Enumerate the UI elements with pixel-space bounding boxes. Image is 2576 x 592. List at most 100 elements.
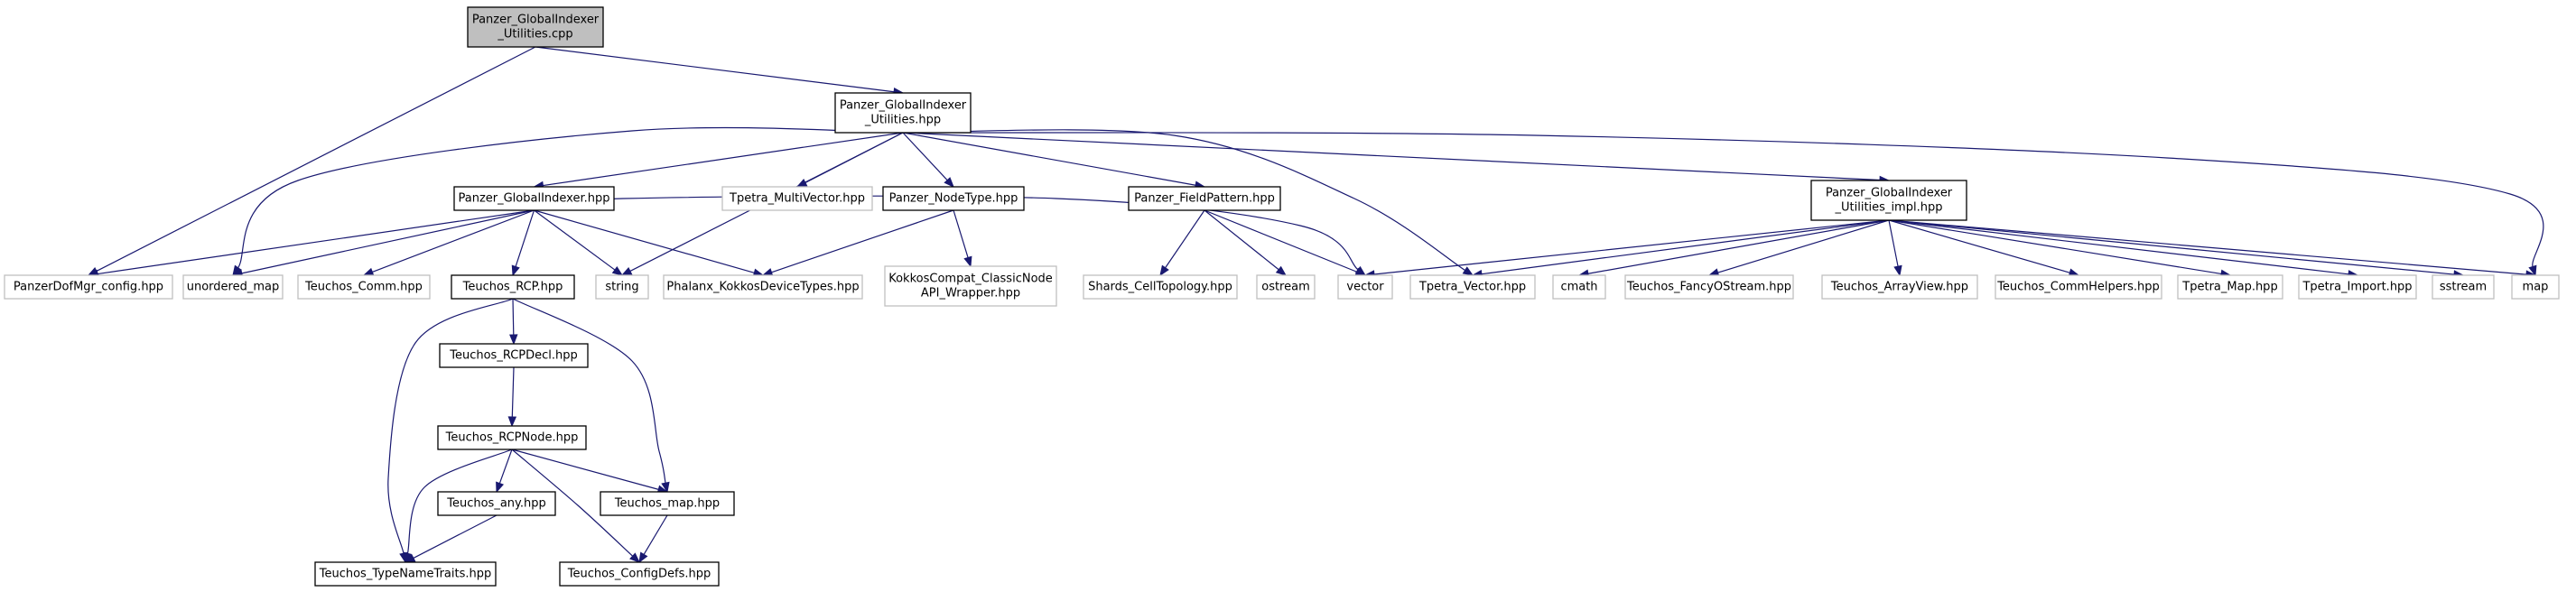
node-teuchos-rcp[interactable]: Teuchos_RCP.hpp [451,274,575,300]
edge-line [1888,219,2455,275]
edge-gi_hpp-to-unordered_map [231,209,535,278]
arrowhead-icon [1275,265,1288,276]
node-teuchos-any[interactable]: Teuchos_any.hpp [437,491,556,516]
node-label: sstream [2440,281,2487,294]
node-box [182,274,284,300]
edge-line [1888,219,2349,275]
edge-gi_hpp-to-dofmgr_config [87,209,535,279]
edge-line [1888,219,1899,267]
edge-fieldpattern-to-vector [1204,209,1367,276]
node-box [314,561,497,587]
node-box [1810,180,1967,221]
node-teuchos-map[interactable]: Teuchos_map.hpp [600,491,735,516]
edge-line [1481,219,1890,275]
node-box [884,265,1057,307]
node-tpetra-vector: Tpetra_Vector.hpp [1409,274,1536,300]
arrowhead-icon [611,265,624,276]
edge-gi_hpp-to-phalanx_kokkos [534,209,765,277]
node-ostream: ostream [1256,274,1316,300]
edge-gi_util_impl-to-sstream [1888,219,2465,279]
node-gi-util-impl[interactable]: Panzer_GlobalIndexer_Utilities_impl.hpp [1810,180,1967,221]
edge-line [534,209,616,271]
edge-line [1373,219,1890,275]
edge-line [902,129,1465,272]
node-label: Panzer_GlobalIndexer [840,99,967,113]
node-label: Teuchos_map.hpp [614,497,720,511]
edge-gi_util_impl-to-cmath [1577,219,1890,278]
node-label: Tpetra_Map.hpp [2181,281,2277,294]
edge-gi_util_impl-to-tpetra_vector [1471,219,1890,279]
node-vector: vector [1337,274,1393,300]
node-label: Teuchos_RCPDecl.hpp [449,349,578,363]
node-label: API_Wrapper.hpp [921,287,1020,301]
node-box [600,491,735,516]
edge-line [498,449,513,484]
node-fieldpattern[interactable]: Panzer_FieldPattern.hpp [1128,186,1281,211]
edge-gi_hpp-to-string [534,209,624,276]
node-configdefs[interactable]: Teuchos_ConfigDefs.hpp [559,561,720,587]
edge-line [515,209,535,267]
node-teuchos-comm: Teuchos_Comm.hpp [297,274,431,300]
node-box [1995,274,2162,300]
edge-nodetype-to-kokkoscompat [953,209,972,268]
node-label: Teuchos_ArrayView.hpp [1830,281,1968,294]
edge-line [902,132,948,181]
edge-rcpnode-to-teuchos_map [511,449,669,494]
node-box [1624,274,1794,300]
edge-teuchos_rcp-to-teuchos_map [512,298,670,494]
node-box [663,274,863,300]
node-box [721,186,873,211]
edge-line [1165,209,1205,269]
node-label: PanzerDofMgr_config.hpp [14,281,163,294]
edge-line [512,298,666,484]
node-rcpnode[interactable]: Teuchos_RCPNode.hpp [437,425,587,450]
arrowhead-icon [511,264,520,277]
node-label: string [605,281,638,294]
edge-gi_util_impl-to-tpetra_map [1888,219,2232,279]
node-rcpdecl[interactable]: Teuchos_RCPDecl.hpp [439,343,589,368]
arrowhead-icon [1462,266,1474,276]
node-label: Tpetra_MultiVector.hpp [729,192,865,206]
node-unordered-map: unordered_map [182,274,284,300]
edge-line [1204,209,1357,273]
node-box [297,274,431,300]
node-dofmgr-config: PanzerDofMgr_config.hpp [4,274,173,300]
node-tpetra-import: Tpetra_Import.hpp [2298,274,2417,300]
node-typenametraits[interactable]: Teuchos_TypeNameTraits.hpp [314,561,497,587]
node-arrayview: Teuchos_ArrayView.hpp [1821,274,1978,300]
arrowhead-icon [496,481,505,494]
node-box [1552,274,1606,300]
edge-gi_hpp-to-teuchos_comm [362,209,535,276]
arrowhead-icon [507,416,517,428]
node-label: _Utilities_impl.hpp [1835,201,1943,215]
edge-line [1717,219,1890,273]
node-gi-util-hpp[interactable]: Panzer_GlobalIndexer_Utilities.hpp [834,92,972,134]
node-label: Panzer_FieldPattern.hpp [1134,192,1275,206]
arrowhead-icon [362,267,375,276]
edge-line [534,209,755,273]
node-box [1256,274,1316,300]
node-label: vector [1346,281,1384,294]
node-nodetype[interactable]: Panzer_NodeType.hpp [882,186,1025,211]
edge-rcpdecl-to-rcpnode [507,366,517,428]
node-box [1083,274,1238,300]
arrowhead-icon [509,334,518,346]
node-box [2432,274,2495,300]
node-label: ostream [1261,281,1310,294]
edge-line [1888,219,2222,274]
arrowhead-icon [620,267,633,276]
node-gi-util-cpp[interactable]: Panzer_GlobalIndexer_Utilities.cpp [467,6,604,48]
node-gi-hpp[interactable]: Panzer_GlobalIndexer.hpp [453,186,615,211]
node-box [4,274,173,300]
node-box [439,343,589,368]
nodes-layer: Panzer_GlobalIndexer_Utilities.cppPanzer… [4,6,2560,587]
node-label: Teuchos_RCPNode.hpp [445,431,579,445]
node-label: Teuchos_CommHelpers.hpp [1996,281,2160,294]
node-box [437,425,587,450]
edge-gi_util_hpp-to-map [902,132,2544,277]
node-box [453,186,615,211]
node-label: _Utilities.cpp [497,28,572,42]
node-label: Phalanx_KokkosDeviceTypes.hpp [666,281,859,294]
